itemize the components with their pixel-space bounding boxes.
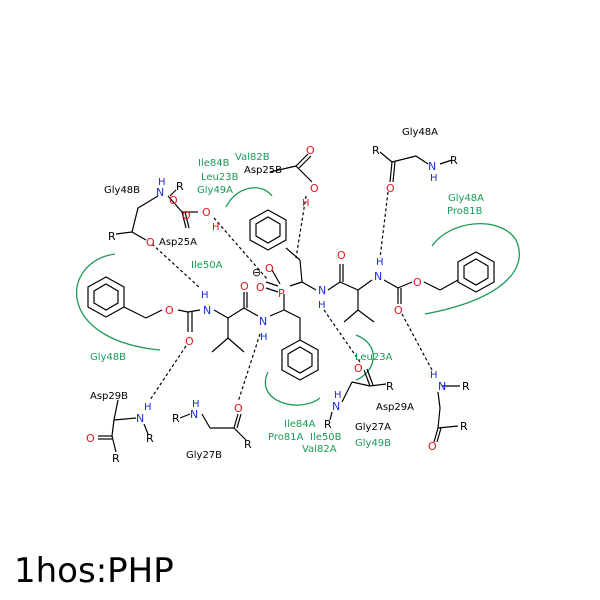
atom-n: N: [438, 380, 446, 393]
atom-labels: O O N H O N H O O ⊖ P N H O N H O O O O …: [86, 144, 470, 465]
atom-p: P: [278, 287, 285, 300]
arc-gly48a-pro81b: [424, 223, 520, 315]
atom-o: O: [146, 236, 155, 249]
label-gly27a: Gly27A: [355, 422, 391, 433]
atom-o: O: [394, 304, 403, 317]
atom-o: O: [165, 304, 174, 317]
residue-val82a: Val82A: [302, 444, 337, 455]
protein-fragments: [98, 151, 460, 453]
atom-o: O: [182, 209, 191, 222]
atom-r: R: [386, 380, 394, 393]
atom-o: O: [265, 262, 274, 275]
atom-o: O: [86, 432, 95, 445]
label-gly27b: Gly27B: [186, 450, 222, 461]
label-gly48b: Gly48B: [104, 185, 140, 196]
upper-phenyl-ring: [249, 209, 287, 251]
atom-h: H: [318, 300, 326, 311]
atom-r: R: [324, 418, 332, 431]
arc-ile84a-ile50b: [264, 371, 321, 406]
atom-r: R: [146, 432, 154, 445]
inhibitor-bonds: [87, 209, 495, 381]
atom-charge: ⊖: [252, 266, 261, 279]
atom-n: N: [203, 304, 211, 317]
atom-n: N: [428, 160, 436, 173]
residue-ile84a: Ile84A: [284, 419, 316, 430]
atom-r: R: [172, 412, 180, 425]
atom-o: O: [337, 249, 346, 262]
residue-gly48a: Gly48A: [448, 193, 484, 204]
atom-o: O: [256, 281, 265, 294]
atom-o: O: [354, 362, 363, 375]
atom-r: R: [112, 452, 120, 465]
atom-h: H: [144, 402, 152, 413]
atom-h: H: [430, 173, 438, 184]
atom-h: H: [302, 198, 310, 209]
arc-leu23a: [355, 334, 374, 381]
atom-o: O: [234, 402, 243, 415]
arc-ile50a-gly48b: [75, 253, 161, 351]
label-asp29b: Asp29B: [90, 391, 128, 402]
atom-h: H: [158, 177, 166, 188]
atom-o: O: [169, 194, 178, 207]
atom-r: R: [450, 154, 458, 167]
atom-o: O: [386, 182, 395, 195]
diagram-title: 1hos:PHP: [14, 551, 174, 591]
residue-pro81a: Pro81A: [268, 432, 304, 443]
label-asp29a: Asp29A: [376, 402, 414, 413]
atom-h: H: [201, 290, 209, 301]
atom-r: R: [460, 420, 468, 433]
atom-n: N: [190, 408, 198, 421]
lower-phenyl-ring: [281, 339, 319, 381]
atom-o: O: [413, 276, 422, 289]
arc-ile84b-leu23b: [225, 187, 273, 208]
atom-o: O: [306, 144, 315, 157]
atom-r: R: [372, 144, 380, 157]
residue-leu23b: Leu23B: [201, 172, 239, 183]
atom-h: H: [430, 370, 438, 381]
residue-gly48b: Gly48B: [90, 352, 126, 363]
residue-gly49a: Gly49A: [197, 185, 233, 196]
atom-o: O: [185, 335, 194, 348]
hydrophobic-residue-labels: Val82B Ile84B Leu23B Gly49A Ile50A Gly48…: [90, 152, 484, 455]
residue-pro81b: Pro81B: [447, 206, 483, 217]
residue-ile50a: Ile50A: [191, 260, 223, 271]
atom-n: N: [259, 315, 267, 328]
atom-n: N: [332, 400, 340, 413]
atom-o: O: [310, 182, 319, 195]
right-phenyl-ring: [457, 251, 495, 293]
atom-r: R: [462, 380, 470, 393]
hydrophobic-arcs: [75, 187, 520, 406]
atom-n: N: [318, 284, 326, 297]
atom-r: R: [108, 230, 116, 243]
residue-gly49b: Gly49B: [355, 438, 391, 449]
atom-h: H: [376, 257, 384, 268]
protein-residue-labels: Asp25B Asp25A Gly48B Gly48A Asp29B Asp29…: [90, 127, 438, 461]
atom-o: O: [428, 440, 437, 453]
residue-leu23a: Leu23A: [355, 352, 393, 363]
label-gly48a: Gly48A: [402, 127, 438, 138]
atom-h: H: [260, 332, 268, 343]
atom-h: H: [192, 399, 200, 410]
residue-ile50b: Ile50B: [310, 432, 342, 443]
label-asp25b: Asp25B: [244, 165, 282, 176]
atom-h: H: [212, 222, 220, 233]
atom-o: O: [202, 206, 211, 219]
left-phenyl-ring: [87, 276, 125, 318]
atom-r: R: [244, 438, 252, 451]
atom-n: N: [156, 186, 164, 199]
atom-n: N: [374, 270, 382, 283]
atom-h: H: [334, 390, 342, 401]
atom-r: R: [176, 180, 184, 193]
residue-val82b: Val82B: [235, 152, 270, 163]
residue-ile84b: Ile84B: [198, 158, 230, 169]
label-asp25a: Asp25A: [159, 237, 197, 248]
atom-o: O: [240, 280, 249, 293]
atom-n: N: [136, 412, 144, 425]
hydrogen-bonds: [149, 191, 433, 403]
